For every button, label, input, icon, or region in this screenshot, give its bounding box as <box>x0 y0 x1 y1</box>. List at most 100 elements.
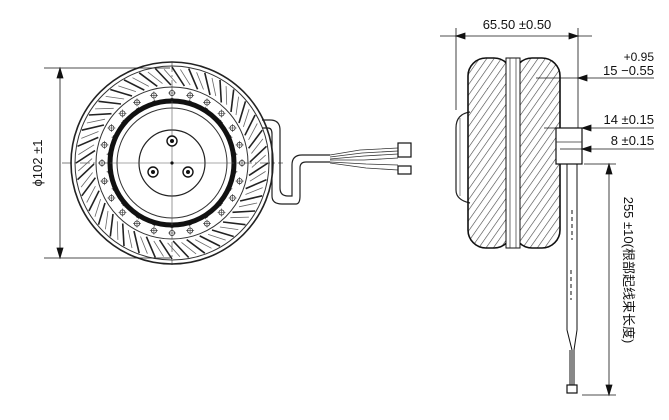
tread-rib-fine <box>243 109 250 128</box>
cable-side <box>566 164 578 385</box>
tread-rib <box>238 101 247 124</box>
tread-rib-fine <box>249 171 266 182</box>
vent-cross <box>100 140 109 149</box>
tread-rib <box>187 68 199 90</box>
tread-rib-fine <box>196 72 204 90</box>
tread-rib-fine <box>167 242 181 257</box>
tread-rib-fine <box>118 85 137 92</box>
tread-rib-fine <box>81 131 99 139</box>
tolerance-upper: +0.95 <box>624 50 655 64</box>
vent-cross <box>118 208 127 217</box>
tread-rib-fine <box>78 144 95 155</box>
tread-rib-fine <box>78 158 93 172</box>
vent-cross <box>168 229 176 237</box>
side-connector <box>566 384 578 394</box>
tread-rib <box>138 72 158 88</box>
vent-cross <box>203 219 211 228</box>
side-view: 65.50 ±0.50 +0.95 15 −0.55 14 ±0.15 8 ±0… <box>440 17 655 397</box>
center-mark <box>170 161 174 165</box>
tread-rib <box>81 177 97 197</box>
tire-left <box>467 57 513 249</box>
tread-rib <box>249 145 268 163</box>
tread-rib <box>121 223 125 247</box>
tread-rib <box>204 72 211 96</box>
tread-rib <box>222 221 246 226</box>
vent-cross <box>186 91 195 100</box>
tread-rib-fine <box>207 234 226 241</box>
tread-rib-fine <box>251 154 266 168</box>
outer-rim <box>70 61 274 265</box>
front-view: ϕ102 ±1 <box>30 61 412 265</box>
vent-cross <box>217 109 226 118</box>
tread-rib-fine <box>95 107 114 110</box>
diameter-dimension <box>44 66 170 260</box>
bolt-right <box>182 166 194 178</box>
offset-15-label: 15 −0.55 <box>603 63 654 78</box>
tread-rib <box>145 236 157 258</box>
offset-8-dimension <box>560 145 654 153</box>
tread-inner-ring <box>95 86 249 240</box>
vent-cross <box>203 98 211 107</box>
tread-rib <box>172 240 190 259</box>
tread-rib-fine <box>80 172 93 188</box>
tread-rib-fine <box>105 210 109 230</box>
cable-length-label: 255 ±10(根部起线束长度) <box>621 197 636 344</box>
stator-boss <box>555 127 583 165</box>
tread-rib <box>81 124 105 131</box>
vent-cross <box>168 89 176 97</box>
tread-rib <box>133 230 140 254</box>
vent-cross <box>100 177 109 186</box>
vent-cross <box>133 98 141 107</box>
vent-cross <box>235 177 244 186</box>
vent-cross <box>107 124 116 132</box>
vent-cross <box>235 140 244 149</box>
tread-rib <box>211 229 234 238</box>
tread-rib-fine <box>248 123 258 140</box>
tread-rib <box>98 100 122 105</box>
vent-cross <box>107 194 116 202</box>
tread-rib <box>245 178 267 190</box>
tread-rib <box>158 239 173 260</box>
bolt-top <box>166 135 178 147</box>
offset-15-dimension <box>536 74 654 82</box>
bolt-left <box>147 166 159 178</box>
tread-rib-fine <box>86 118 106 124</box>
vent-cross <box>118 109 127 118</box>
tread-rib-fine <box>181 242 197 255</box>
tread-rib-fine <box>94 198 101 217</box>
tread-rib-fine <box>116 221 119 240</box>
outer-rim-inner <box>74 65 270 261</box>
tread-rib <box>232 210 256 214</box>
offset-14-dimension <box>544 124 654 132</box>
connector-top <box>397 142 412 158</box>
vent-cross <box>149 91 158 100</box>
tread-rib-fine <box>153 240 164 257</box>
tread-rib-fine <box>245 187 263 195</box>
vent-cross <box>133 219 141 228</box>
tread-rib <box>186 238 206 254</box>
tread-rib-fine <box>238 202 258 208</box>
tread-rib-fine <box>163 69 177 84</box>
tread-rib <box>109 213 114 237</box>
tread-rib <box>76 163 95 181</box>
width-label: 65.50 ±0.50 <box>483 17 552 32</box>
tread-rib <box>219 79 223 103</box>
tread-rib-fine <box>140 236 148 254</box>
offset-14-label: 14 ±0.15 <box>603 112 654 127</box>
tread-rib-fine <box>219 226 239 230</box>
diameter-label: ϕ102 ±1 <box>30 140 45 187</box>
tread-rib-fine <box>132 77 149 87</box>
vent-cross <box>228 194 237 202</box>
tread-rib <box>110 88 133 97</box>
tread-rib <box>97 202 106 225</box>
hub-boss <box>455 111 471 204</box>
tread-rib <box>247 129 263 149</box>
tread-rib <box>88 112 112 116</box>
tread-rib <box>75 149 96 164</box>
vent-cross <box>149 226 158 235</box>
tread-rib <box>123 79 145 91</box>
tread-rib <box>77 136 99 148</box>
tread-rib <box>154 67 172 86</box>
vent-cross <box>238 159 246 167</box>
tread-rib-fine <box>147 71 163 84</box>
